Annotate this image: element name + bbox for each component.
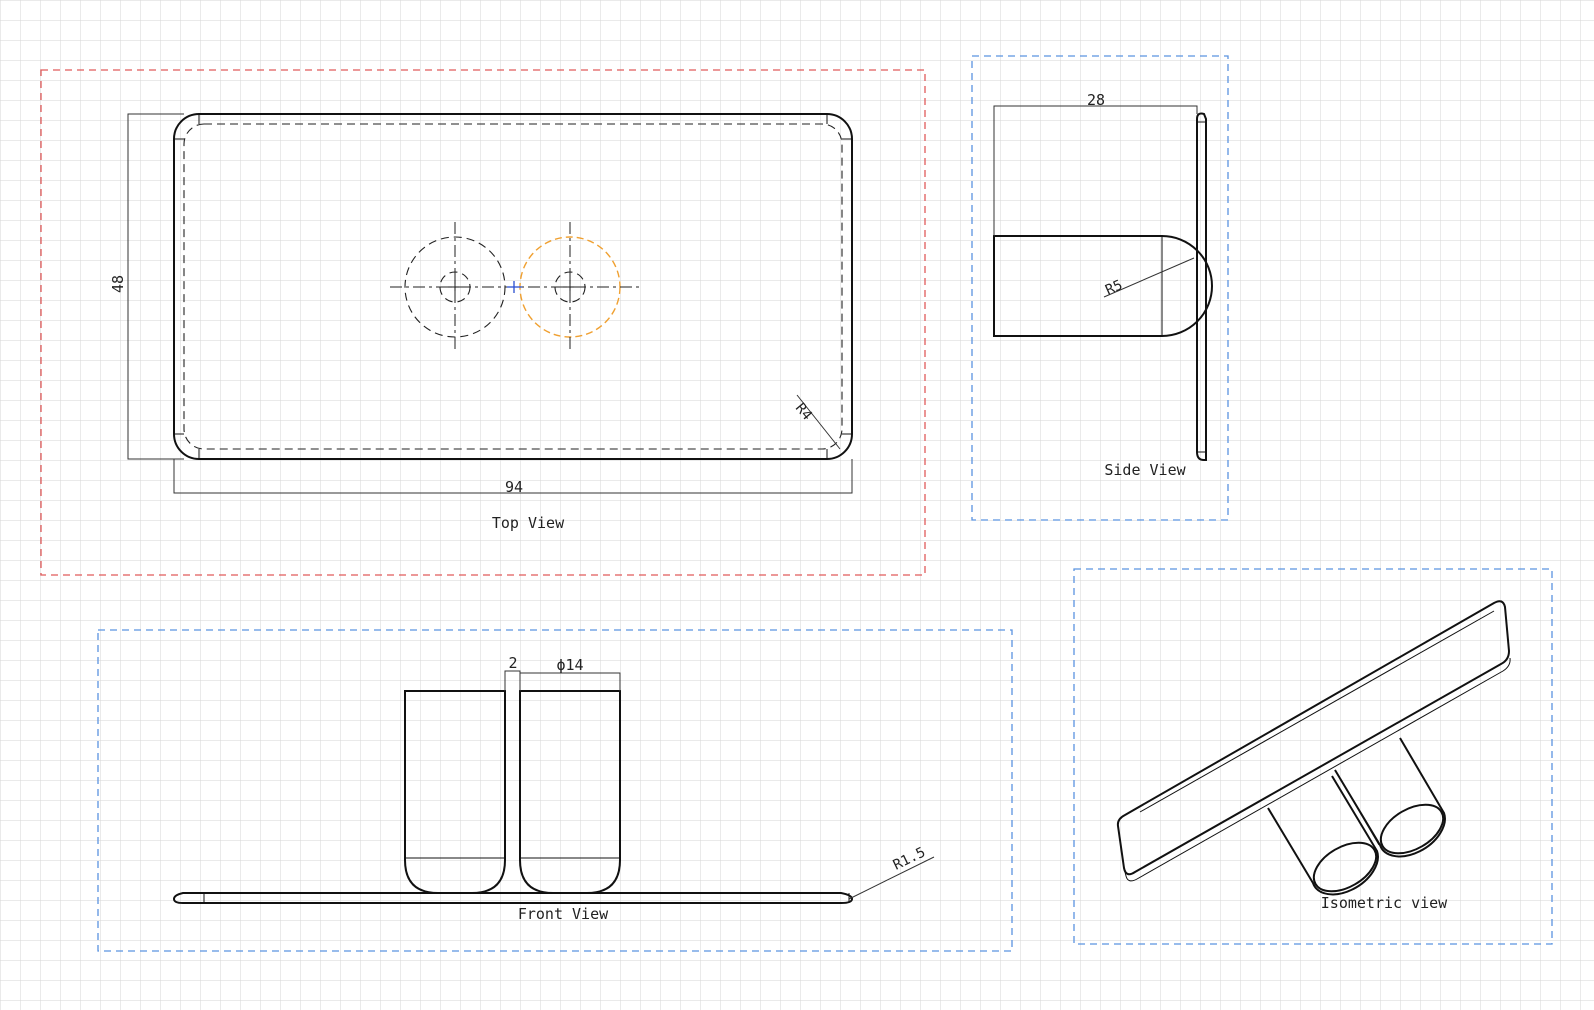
isometric-view[interactable]: Isometric view [1073, 568, 1553, 945]
isometric-plate-edge [1123, 657, 1511, 882]
dimension-diameter-text: ϕ14 [556, 656, 583, 674]
origin-marker [507, 281, 522, 293]
dimension-width[interactable]: 94 [173, 459, 853, 496]
side-view-label: Side View [1104, 461, 1186, 479]
top-view-fillet-lines [174, 114, 852, 459]
front-view-boss-left [404, 690, 506, 894]
isometric-view-frame[interactable] [1073, 568, 1553, 945]
isometric-plate-top [1116, 600, 1511, 876]
dimension-height[interactable]: 48 [109, 113, 184, 460]
dimension-width-text: 94 [505, 478, 523, 496]
top-view-label: Top View [492, 514, 565, 532]
front-view-boss-right [519, 690, 621, 894]
dimension-height-text: 48 [109, 275, 127, 293]
isometric-boss-left [1267, 775, 1379, 896]
dimension-side-radius[interactable]: R5 [1103, 257, 1195, 299]
top-view-plate-outline [173, 113, 853, 460]
side-view-boss [993, 235, 1213, 337]
front-view-frame[interactable] [97, 629, 1013, 952]
isometric-view-label: Isometric view [1321, 894, 1448, 912]
front-view-plate [172, 892, 854, 904]
side-view[interactable]: 28 R5 Side View [971, 55, 1229, 521]
dimension-gap-text: 2 [508, 654, 517, 672]
dimension-depth-text: 28 [1087, 91, 1105, 109]
front-view-label: Front View [518, 905, 609, 923]
dimension-depth[interactable]: 28 [993, 91, 1198, 236]
dimension-gap[interactable]: 2 [504, 654, 521, 691]
top-view[interactable]: 48 94 R4 Top View [40, 69, 926, 576]
isometric-boss-right [1334, 737, 1446, 858]
front-view[interactable]: 2 ϕ14 R1.5 Front View [97, 629, 1013, 952]
top-view-hidden-edge [183, 123, 843, 450]
top-view-frame[interactable] [40, 69, 926, 576]
dimension-side-radius-text: R5 [1103, 277, 1125, 298]
side-view-plate [1196, 112, 1207, 461]
dimension-diameter[interactable]: ϕ14 [520, 656, 621, 691]
